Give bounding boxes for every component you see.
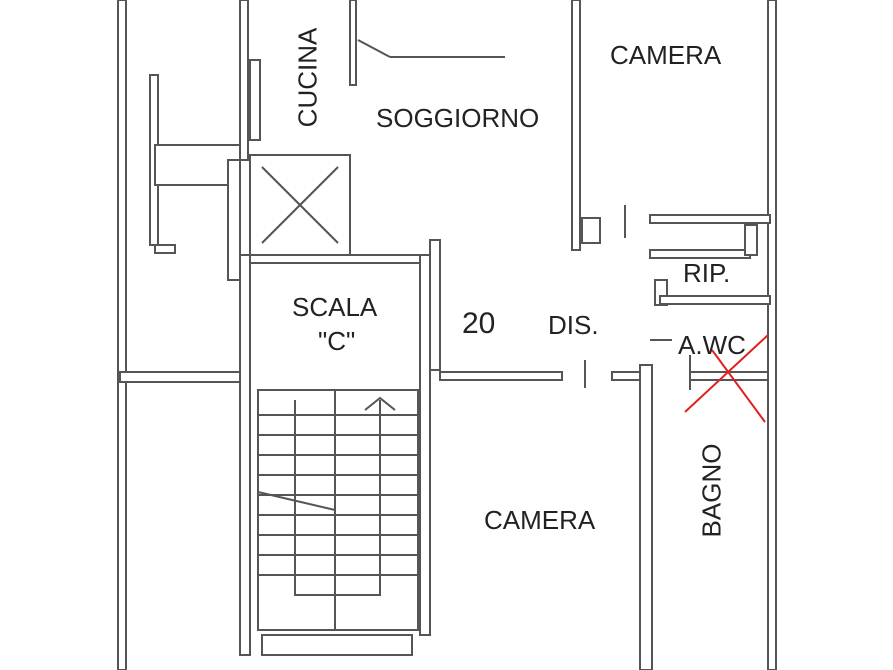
room-label-awc: A.WC <box>678 330 746 360</box>
room-label-camera-bottom: CAMERA <box>484 505 596 535</box>
room-label-soggiorno: SOGGIORNO <box>376 103 540 133</box>
room-label-rip: RIP. <box>683 258 731 288</box>
stairs <box>257 389 419 656</box>
number-label: 20 <box>462 307 496 340</box>
walls <box>117 0 777 670</box>
room-label-cucina: CUCINA <box>292 27 323 128</box>
room-label-camera-top: CAMERA <box>610 40 722 70</box>
room-label-dis: DIS. <box>548 310 599 340</box>
room-label-bagno: BAGNO <box>696 443 727 538</box>
room-label-scala-c: "C" <box>318 326 356 356</box>
cancel-cross-mark <box>684 334 769 423</box>
room-label-scala: SCALA <box>292 292 378 322</box>
